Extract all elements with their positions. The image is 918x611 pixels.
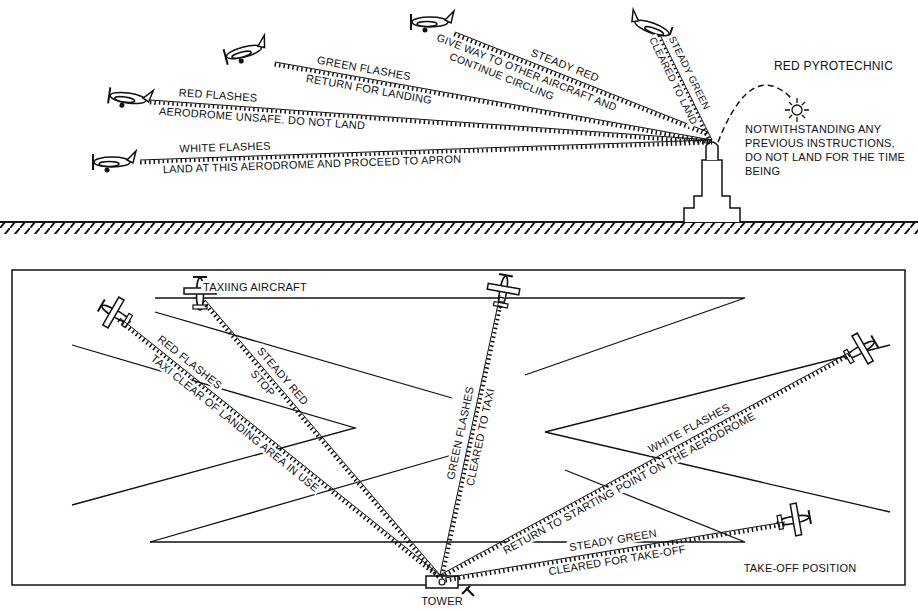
signal-label: TAXI CLEAR OF LANDING AREA IN USE xyxy=(147,351,323,495)
signal-label: TOWER xyxy=(419,595,465,607)
beam-line xyxy=(440,352,850,575)
beam-hatch xyxy=(442,296,502,576)
ground-hatch xyxy=(0,223,918,234)
signal-label: TAXIING AIRCRAFT xyxy=(201,281,309,293)
beam-hatch xyxy=(454,34,707,134)
beam-line xyxy=(440,295,500,575)
beam-line xyxy=(205,300,440,575)
beam-hatch xyxy=(445,524,785,580)
ground-line xyxy=(0,221,918,223)
runway-outlines xyxy=(72,298,890,542)
beam-line xyxy=(660,35,712,140)
beam-hatch xyxy=(203,302,438,577)
signal-label: WHITE FLASHES xyxy=(178,139,274,154)
light-beams xyxy=(118,32,851,580)
signal-label: TAKE-OFF POSITION xyxy=(742,562,859,574)
aerodrome-boundary xyxy=(12,270,905,585)
beam-hatch xyxy=(118,320,438,577)
aircraft xyxy=(93,9,883,538)
beam-hatch xyxy=(150,102,712,142)
control-tower xyxy=(684,160,740,222)
signal-lamp xyxy=(706,142,718,160)
beam-hatch xyxy=(441,354,851,577)
signal-label: RED PYROTECHNIC xyxy=(772,60,895,72)
signal-label: AERODROME UNSAFE. DO NOT LAND xyxy=(156,105,367,132)
beam-line xyxy=(445,522,785,578)
pyrotechnic-star xyxy=(785,98,809,122)
signal-label: RED FLASHES xyxy=(177,86,260,104)
signal-label: RETURN FOR LANDING xyxy=(304,72,436,107)
beam-line xyxy=(120,318,440,575)
tower-lamp xyxy=(439,579,445,585)
signal-label: NOTWITHSTANDING ANY PREVIOUS INSTRUCTION… xyxy=(743,122,912,178)
